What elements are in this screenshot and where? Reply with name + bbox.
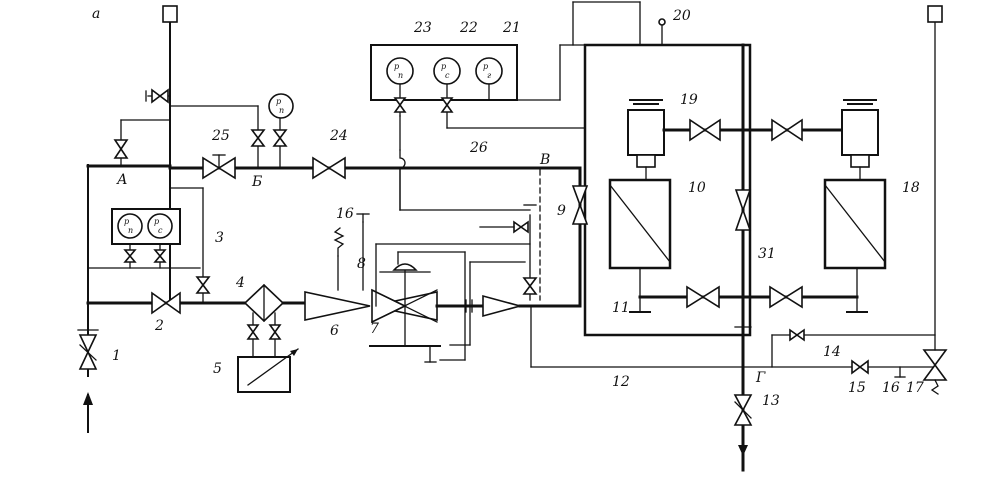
gauge-mark: п	[398, 71, 403, 80]
label-31: 31	[758, 246, 776, 262]
gauge-mark: р	[394, 62, 399, 71]
gauge-mark: г	[487, 71, 491, 80]
label-2: 2	[154, 318, 164, 334]
pressure-gauge-left-2	[147, 213, 173, 239]
label-16: 16	[336, 206, 354, 222]
valve-3	[195, 276, 211, 294]
label-21: 21	[502, 20, 521, 36]
valve-2	[151, 291, 181, 315]
pressure-gauge-b	[268, 93, 294, 119]
valve-upper-1	[689, 118, 721, 142]
label-5: 5	[213, 361, 222, 377]
gauge-mark: п	[128, 226, 133, 235]
gauge-mark: р	[276, 97, 281, 106]
label-22: 22	[459, 20, 478, 36]
gauge-mark: р	[154, 217, 159, 226]
gauge-mark: с	[158, 226, 163, 235]
valve-lower-2	[769, 285, 803, 309]
label-4: 4	[235, 275, 245, 291]
pilot-8	[392, 263, 418, 271]
gauge-valve-b	[250, 129, 266, 147]
label-1: 1	[112, 348, 121, 364]
label-23: 23	[413, 20, 432, 36]
label-26: 26	[469, 140, 488, 156]
label-8: 8	[357, 256, 366, 272]
valve-14	[789, 328, 805, 342]
gauge-mark: р	[124, 217, 129, 226]
valve-15	[851, 359, 869, 375]
valve-upper-2	[771, 118, 803, 142]
spring-symbol	[333, 227, 345, 257]
label-6: 6	[330, 323, 339, 339]
label-12: 12	[612, 374, 630, 390]
label-11: 11	[612, 300, 630, 316]
label-13: 13	[762, 393, 780, 409]
vent-cap-right	[927, 5, 943, 23]
label-7: 7	[370, 321, 379, 337]
outlet-flow-arrow	[738, 445, 748, 456]
thermometer-point-20	[658, 18, 666, 26]
label-9: 9	[557, 203, 566, 219]
label-15: 15	[848, 380, 866, 396]
vent-valve	[145, 88, 171, 104]
pressure-gauge-left-1	[117, 213, 143, 239]
safety-valve	[465, 294, 524, 318]
valve-25	[202, 154, 236, 180]
odorizer-right	[841, 109, 879, 156]
point-label-a: А	[116, 172, 128, 188]
safety-valve-17	[922, 349, 948, 395]
label-16b: 16	[882, 380, 900, 396]
valve-a	[113, 139, 129, 159]
label-25: 25	[211, 128, 230, 144]
gauge-mark: п	[279, 106, 284, 115]
point-label-v: В	[539, 152, 550, 168]
vent-cap-left	[162, 5, 178, 23]
label-19: 19	[680, 92, 698, 108]
inlet-valve-1	[77, 329, 99, 370]
gauge-mark: р	[483, 62, 488, 71]
valve-31	[734, 189, 752, 231]
label-20: 20	[672, 8, 691, 24]
gauge-mark: р	[441, 62, 446, 71]
point-label-g: Г	[755, 370, 766, 386]
inlet-flow-arrow	[83, 392, 93, 405]
valve-9	[571, 185, 589, 225]
filter-4	[243, 283, 285, 323]
label-24: 24	[329, 128, 348, 144]
label-18: 18	[902, 180, 920, 196]
valve-lower-1	[686, 285, 720, 309]
odorizer-19	[627, 109, 665, 156]
outlet-valve-13	[733, 326, 753, 426]
pressure-regulator-6	[304, 288, 438, 324]
label-14: 14	[823, 344, 841, 360]
label-10: 10	[688, 180, 706, 196]
relief-valve-b	[522, 277, 538, 295]
valve-24	[312, 156, 346, 180]
label-17: 17	[906, 380, 924, 396]
differential-gauge-5	[237, 356, 291, 393]
label-3: 3	[215, 230, 224, 246]
small-valve-line	[513, 220, 529, 234]
figure-letter: а	[92, 6, 100, 22]
gauge-mark: с	[445, 71, 450, 80]
point-label-b: Б	[251, 174, 262, 190]
